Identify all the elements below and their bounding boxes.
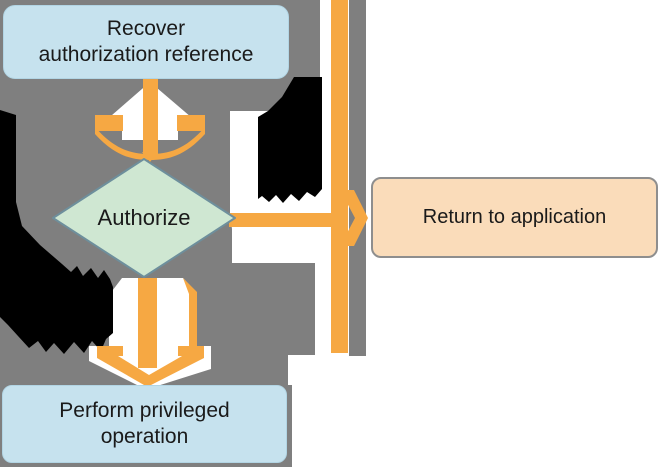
arrow2-chevron (97, 348, 204, 385)
white-pocket-bottom-right (288, 356, 368, 385)
authorize-text: Authorize (97, 204, 191, 230)
arrow1-arm-right (177, 115, 205, 131)
node-perform-line1: Perform privileged (59, 399, 230, 423)
arrow1-shaft (143, 79, 158, 155)
fail-label-shadow-blob (258, 77, 322, 203)
fail-arrowhead-right (346, 190, 368, 246)
node-perform-privileged-operation: Perform privileged operation (2, 385, 287, 463)
connector-shadow-stripe (349, 0, 366, 356)
arrow2-right-border (183, 278, 197, 352)
authorize-diamond (52, 158, 236, 278)
return-text: Return to application (422, 206, 607, 229)
node-perform-line2: operation (100, 425, 189, 448)
node-recover-line1: Recover (106, 17, 186, 41)
allow-label-shadow-blob (0, 110, 113, 354)
arrow1-bowl (95, 127, 205, 160)
arrow1-arm-left (95, 115, 123, 131)
vertical-connector-line (331, 0, 348, 353)
node-authorize-label: Authorize (52, 203, 236, 233)
node-return-to-application: Return to application (371, 177, 658, 258)
node-recover-line2: authorization reference (38, 43, 254, 66)
arrow2-arm-left (97, 346, 123, 356)
white-strip-right-of-gray (315, 263, 331, 355)
node-recover-authorization-reference: Recover authorization reference (3, 5, 289, 79)
arrow1-tip (142, 152, 158, 162)
fail-arrow-line (229, 213, 346, 227)
white-band-below-fail-arrow (232, 227, 331, 263)
arrow2-shaft (138, 278, 157, 368)
